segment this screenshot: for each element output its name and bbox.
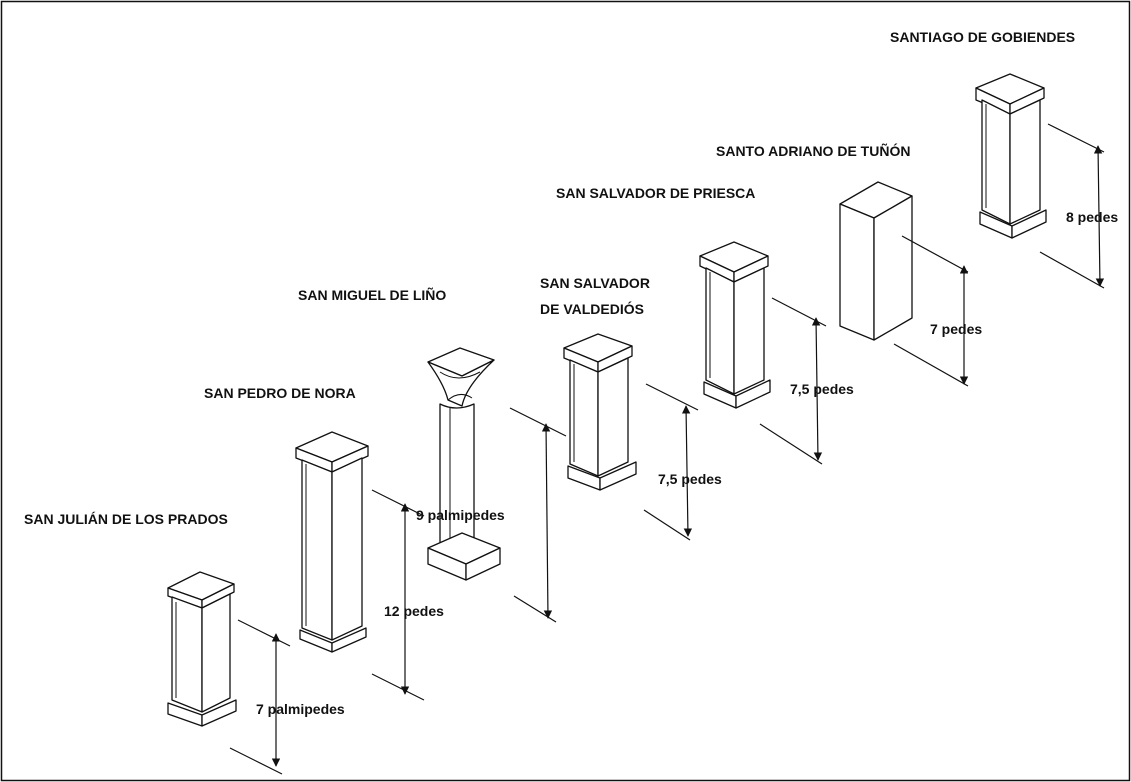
column-6-measure: 7 pedes: [930, 321, 982, 337]
column-4-pillar: [563, 333, 637, 491]
column-7-pillar: [975, 73, 1047, 239]
column-7-name: SANTIAGO DE GOBIENDES: [890, 29, 1075, 45]
column-2-measure: 12 pedes: [384, 603, 444, 619]
column-4-name-line1: SAN SALVADOR: [540, 275, 650, 291]
column-2-dimension: [371, 489, 425, 701]
column-7-measure: 8 pedes: [1066, 209, 1118, 225]
column-4-name-line2: DE VALDEDIÓS: [540, 300, 644, 317]
column-3-dimension: [509, 407, 567, 623]
column-6-pillar: [839, 181, 913, 341]
column-6-dimension: [893, 235, 969, 387]
column-5-dimension: [759, 297, 827, 465]
column-7-dimension: [1039, 123, 1105, 289]
column-2-pillar: [295, 431, 369, 653]
column-2-name: SAN PEDRO DE NORA: [204, 385, 356, 401]
column-1-dimension: [229, 619, 291, 775]
column-1-measure: 7 palmipedes: [256, 701, 345, 717]
column-3-measure: 9 palmipedes: [416, 507, 505, 523]
column-5-name: SAN SALVADOR DE PRIESCA: [556, 185, 755, 201]
column-4-measure: 7,5 pedes: [658, 471, 722, 487]
column-1-name: SAN JULIÁN DE LOS PRADOS: [24, 511, 228, 527]
column-3-pillar: [427, 347, 501, 581]
column-4-dimension: [643, 383, 699, 541]
column-6-name: SANTO ADRIANO DE TUÑÓN: [716, 142, 910, 159]
column-5-measure: 7,5 pedes: [790, 381, 854, 397]
column-3-name: SAN MIGUEL DE LIÑO: [298, 286, 446, 303]
column-5-pillar: [699, 241, 771, 409]
column-1-pillar: [167, 571, 237, 727]
